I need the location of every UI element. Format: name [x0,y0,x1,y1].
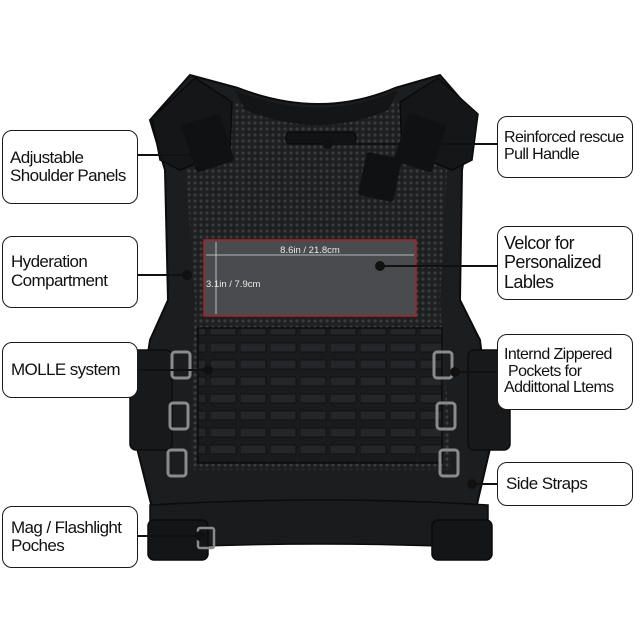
rescue-handle [285,131,357,145]
leader-lines [138,139,497,541]
side-buckles [166,350,460,478]
waist-belt [147,499,493,561]
callout-adjustable-shoulder-panels: Adjustable Shoulder Panels [2,130,138,204]
callout-mag-flashlight-pouches: Mag / Flashlight Poches [2,506,138,568]
callout-line: Adjustable [10,148,84,168]
callout-zippered-pockets: Internd Zippered Pockets for Addittonal … [497,334,633,410]
callout-line: Shoulder Panels [10,166,126,185]
panel-width-label: 8.6in / 21.8cm [280,245,340,256]
callout-line: Pockets for [508,362,582,380]
callout-line: Personalized [504,252,601,273]
callout-molle-system: MOLLE system [2,342,138,398]
molle-webbing [129,327,511,464]
callout-line: Mag / Flashlight [11,518,122,538]
callout-line: Side Straps [506,474,588,494]
callout-line: Compartment [11,271,108,290]
callout-line: MOLLE system [11,360,121,380]
callout-line: Reinforced rescue [504,129,624,147]
callout-velcro-labels: Velcor for Personalized Lables [497,226,633,300]
callout-side-straps: Side Straps [497,462,633,506]
callout-hydration-compartment: Hyderation Compartment [2,236,138,308]
callout-line: Addittonal Ltems [504,379,614,397]
callout-line: Hyderation [11,252,88,272]
panel-height-label: 3.1in / 7.9cm [206,279,260,290]
callout-line: Velcor for [504,232,575,253]
callout-line: Lables [504,271,554,292]
callout-line: Poches [11,536,65,555]
callout-rescue-pull-handle: Reinforced rescue Pull Handle [497,116,633,178]
velcro-panel: 8.6in / 21.8cm 3.1in / 7.9cm [203,239,417,317]
callout-line: Internd Zippered [504,345,612,363]
callout-line: Pull Handle [504,146,580,163]
